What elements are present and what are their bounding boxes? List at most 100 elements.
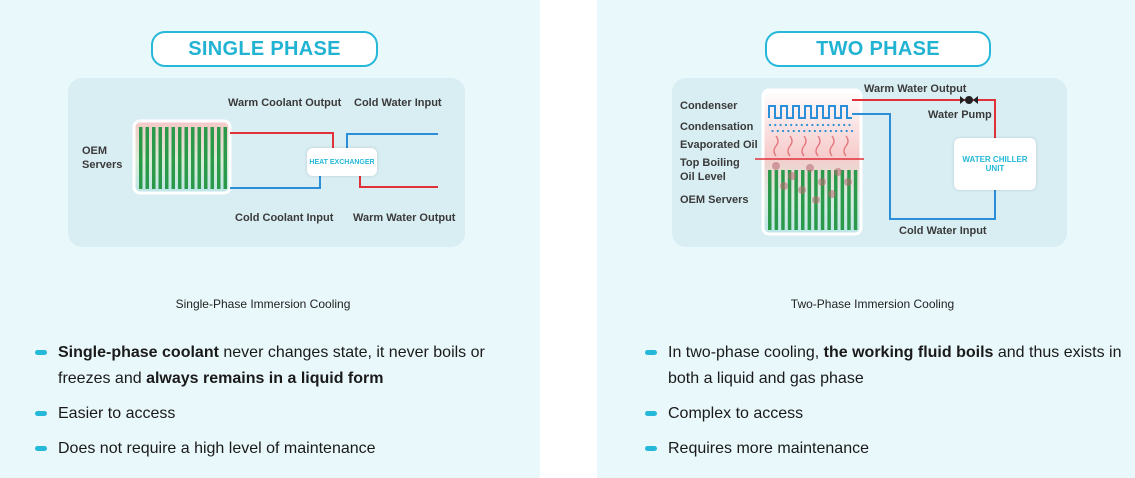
boiling-bubbles [772,162,852,204]
droplet [771,129,774,133]
bullet-text: and thus exists in both a liquid and gas… [668,344,1122,387]
droplet [832,123,835,127]
oil-level-label: Oil Level [680,171,726,183]
server-blade [794,170,798,230]
list-item: Requires more maintenance [645,436,1125,462]
bullet-text: Does not require a high level of mainten… [58,440,376,457]
bubble [798,186,806,194]
bubble [828,190,836,198]
bubble [834,168,842,176]
server-blade [781,170,785,230]
list-item: In two-phase cooling, the working fluid … [645,340,1125,392]
dash-icon [645,411,657,416]
droplet [800,123,803,127]
dash-icon [35,350,47,355]
server-blade [827,170,831,230]
top-boiling-label: Top Boiling [680,157,740,169]
dash-icon [35,446,47,451]
server-blade [139,127,143,189]
warm-water-output-line [852,99,996,138]
bullet-text: Requires more maintenance [668,440,869,457]
server-blade [171,127,175,189]
server-blade [217,127,221,189]
two-phase-diagram-graphic [755,88,996,236]
wisp [801,135,807,157]
server-blade [768,170,772,230]
droplet [848,123,851,127]
wisp [843,135,849,157]
droplet [829,129,832,133]
server-blade [184,127,188,189]
bullet-text: never changes state, it never boils or f… [58,344,485,387]
server-blade [197,127,201,189]
warm-water-output-label: Warm Water Output [864,83,967,95]
server-blade [807,170,812,230]
droplet [768,123,772,127]
two-phase-caption: Two-Phase Immersion Cooling [790,297,955,311]
server-blade [801,170,805,230]
dash-icon [645,350,657,355]
two-phase-panel: TWO PHASE [597,0,1135,478]
droplet [837,123,840,127]
server-blade [145,127,149,189]
water-pump-label: Water Pump [928,109,992,121]
condensation-droplets [768,123,854,133]
cold-water-input-line [852,113,996,220]
single-phase-diagram: HEAT EXCHANGER Warm Coolant Output Cold … [68,78,465,247]
droplet [821,123,825,127]
bullet-text: Easier to access [58,405,176,422]
server-blade [820,170,825,230]
single-phase-panel: SINGLE PHASE HEAT EXCHANGER Warm Coo [0,0,540,478]
server-blade [210,127,214,189]
water-pump-icon [960,96,978,104]
droplet [824,129,827,133]
server-blade [204,127,208,189]
bubble [772,162,780,170]
evaporated-oil-wisps [773,135,849,157]
wisp [773,135,779,157]
server-blades [139,127,227,189]
droplet [795,123,798,127]
water-chiller-unit-box: WATER CHILLER UNIT [954,138,1036,190]
cold-coolant-line [230,176,321,189]
servers-label: Servers [82,159,123,171]
two-phase-bullets: In two-phase cooling, the working fluid … [645,340,1125,471]
server-blade [178,127,182,189]
server-blade [223,127,227,189]
droplet [816,123,819,127]
server-blade [191,127,195,189]
droplet [811,123,814,127]
droplet [774,123,777,127]
heat-exchanger-box: HEAT EXCHANGER [307,148,377,176]
oem-servers-label: OEM Servers [680,194,749,206]
server-blade [853,170,858,230]
bullet-text: Complex to access [668,405,804,422]
cold-coolant-input-label: Cold Coolant Input [235,212,334,224]
bullet-bold-text: the working fluid boils [823,344,994,361]
bubble [780,182,788,190]
condenser-label: Condenser [680,100,738,112]
list-item: Complex to access [645,401,1125,427]
bubble [844,178,852,186]
droplet [784,123,787,127]
warm-water-output-line [359,176,438,188]
droplet [803,129,806,133]
two-phase-diagram: WATER CHILLER UNIT Condenser Condensatio… [672,78,1067,247]
server-blade [165,127,169,189]
droplet [776,129,779,133]
droplet [790,123,793,127]
wisp [787,135,793,157]
warm-water-output-label: Warm Water Output [353,212,456,224]
bubble [812,196,820,204]
oem-label: OEM [82,145,108,157]
droplet [813,129,816,133]
single-phase-bullets: Single-phase coolant never changes state… [35,340,515,471]
bullet-bold-text: always remains in a liquid form [146,370,384,387]
droplet [835,129,838,133]
droplet [843,123,846,127]
dash-icon [35,411,47,416]
single-phase-caption: Single-Phase Immersion Cooling [175,297,351,311]
single-phase-diagram-graphic [132,119,438,195]
server-blade [774,170,779,230]
droplet [806,123,809,127]
